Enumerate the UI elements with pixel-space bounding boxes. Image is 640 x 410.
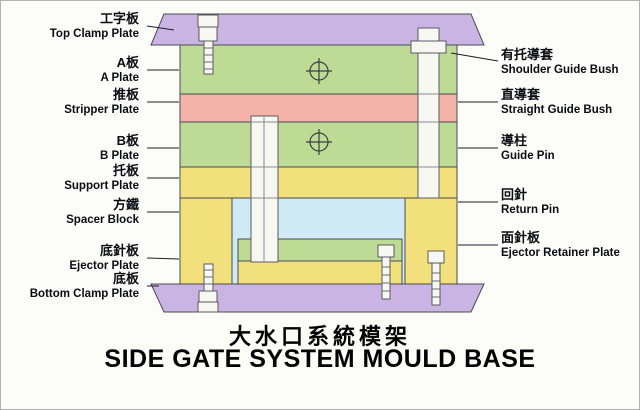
label-a-plate: A板 A Plate	[100, 55, 139, 85]
label-stripper-plate: 推板 Stripper Plate	[64, 87, 139, 117]
label-ejector-retainer-plate-zh: 面針板	[501, 230, 541, 245]
label-ejector-retainer-plate: 面針板 Ejector Retainer Plate	[501, 230, 620, 260]
guide-pin-and-bushes	[410, 27, 447, 199]
label-ejector-plate-zh: 底針板	[99, 243, 139, 258]
center-mark-icon	[306, 58, 332, 84]
page-title-en: SIDE GATE SYSTEM MOULD BASE	[104, 345, 536, 373]
spacer-block-right-shape	[404, 197, 458, 285]
label-ejector-retainer-plate-en: Ejector Retainer Plate	[501, 247, 620, 259]
top-clamp-plate-shape	[150, 13, 485, 46]
label-stripper-plate-zh: 推板	[112, 87, 139, 102]
label-shoulder-guide-bush-zh: 有托導套	[501, 47, 554, 62]
label-a-plate-en: A Plate	[100, 72, 139, 84]
label-top-clamp-plate-zh: 工字板	[99, 11, 139, 26]
label-spacer-block-zh: 方鐵	[112, 197, 139, 212]
return-pin	[250, 115, 279, 263]
label-return-pin-zh: 回針	[501, 187, 528, 202]
label-guide-pin-en: Guide Pin	[501, 150, 555, 162]
leader-lines	[146, 25, 499, 287]
label-support-plate-zh: 托板	[112, 163, 139, 178]
label-b-plate: B板 B Plate	[100, 133, 139, 163]
label-top-clamp-plate: 工字板 Top Clamp Plate	[50, 11, 139, 41]
top-cap-screw	[197, 14, 219, 75]
label-return-pin-en: Return Pin	[501, 204, 560, 216]
label-bottom-clamp-plate: 底板 Bottom Clamp Plate	[30, 271, 139, 301]
label-b-plate-zh: B板	[116, 133, 139, 148]
label-spacer-block: 方鐵 Spacer Block	[66, 197, 139, 227]
ejector-plate-screw-left	[377, 244, 395, 300]
label-shoulder-guide-bush-en: Shoulder Guide Bush	[501, 64, 619, 76]
label-straight-guide-bush: 直導套 Straight Guide Bush	[501, 87, 612, 117]
bottom-cap-screw	[197, 263, 219, 313]
label-guide-pin-zh: 導柱	[501, 133, 528, 148]
label-straight-guide-bush-en: Straight Guide Bush	[501, 104, 613, 116]
label-ejector-plate-en: Ejector Plate	[69, 260, 139, 272]
page-title-zh: 大水口系統模架	[228, 324, 411, 349]
label-bottom-clamp-plate-zh: 底板	[112, 271, 139, 286]
label-support-plate-en: Support Plate	[64, 180, 139, 192]
label-return-pin: 回針 Return Pin	[501, 187, 559, 217]
label-stripper-plate-en: Stripper Plate	[64, 104, 139, 116]
support-plate-shape	[179, 166, 458, 199]
bottom-clamp-plate-shape	[150, 283, 485, 313]
label-b-plate-en: B Plate	[100, 150, 139, 162]
stripper-plate-shape	[179, 93, 458, 123]
center-mark-icon	[306, 129, 332, 155]
label-a-plate-zh: A板	[116, 55, 139, 70]
label-top-clamp-plate-en: Top Clamp Plate	[49, 28, 139, 40]
label-spacer-block-en: Spacer Block	[66, 214, 139, 226]
label-ejector-plate: 底針板 Ejector Plate	[69, 243, 139, 273]
label-bottom-clamp-plate-en: Bottom Clamp Plate	[29, 288, 139, 300]
ejector-plate-shape	[237, 260, 403, 285]
label-support-plate: 托板 Support Plate	[64, 163, 139, 193]
label-guide-pin: 導柱 Guide Pin	[501, 133, 555, 163]
label-straight-guide-bush-zh: 直導套	[501, 87, 541, 102]
ejector-plate-screw-right	[427, 250, 445, 306]
label-shoulder-guide-bush: 有托導套 Shoulder Guide Bush	[501, 47, 619, 77]
